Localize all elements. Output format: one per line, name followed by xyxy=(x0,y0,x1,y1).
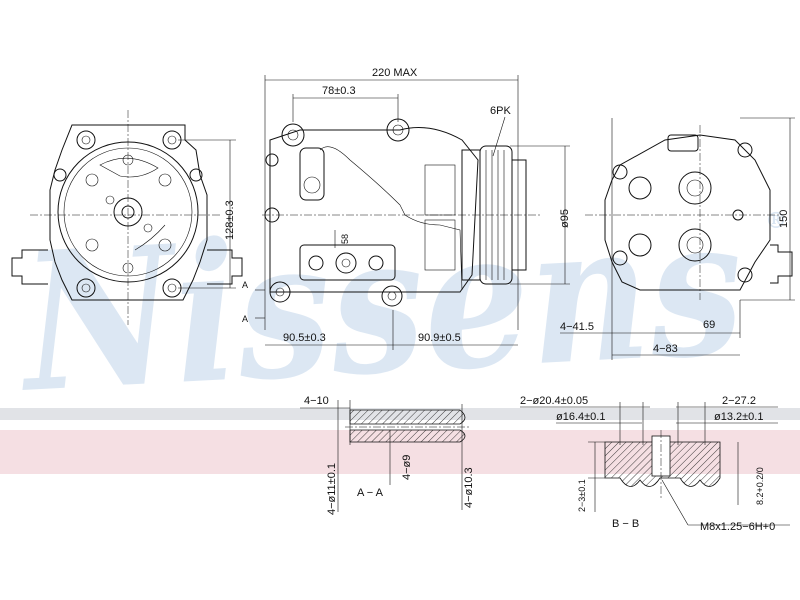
offset-41-label: 4−41.5 xyxy=(560,321,594,333)
section-a-mark-top: A xyxy=(242,280,248,290)
side-view: 220 MAX 78±0.3 6PK 58 xyxy=(242,67,571,350)
bb-dia-13-label: ø13.2±0.1 xyxy=(714,411,763,423)
height-58-label: 58 xyxy=(340,234,350,244)
bb-title: B − B xyxy=(612,518,639,530)
offset-69-label: 69 xyxy=(703,319,715,331)
offset-83-label: 4−83 xyxy=(653,343,678,355)
section-aa: 4−10 4−ø11±0.1 4−ø9 4−ø10.3 A − A xyxy=(300,395,475,515)
center-right-label: 90.9±0.5 xyxy=(418,332,461,344)
overall-length-label: 220 MAX xyxy=(372,67,418,79)
rear-view: 150 4−41.5 69 4−83 xyxy=(560,117,795,360)
aa-title: A − A xyxy=(357,487,384,499)
rear-height-label: 150 xyxy=(778,210,790,228)
front-view: 128±0.3 xyxy=(11,110,243,325)
center-left-label: 90.5±0.3 xyxy=(283,332,326,344)
watermark: Nissens ® xyxy=(12,174,787,435)
bb-dim-27-label: 2−27.2 xyxy=(722,395,756,407)
bb-dia-16-label: ø16.4±0.1 xyxy=(556,411,605,423)
aa-top-width-label: 4−10 xyxy=(304,395,329,407)
pulley-diameter-label: ø95 xyxy=(559,209,571,228)
belt-type-label: 6PK xyxy=(490,105,511,117)
bb-depth-8-label: 8.2+0.2/0 xyxy=(755,467,765,505)
aa-dia-11-label: 4−ø11±0.1 xyxy=(326,463,338,515)
section-bb: 2−ø20.4±0.05 ø16.4±0.1 2−27.2 ø13.2±0.1 … xyxy=(520,395,790,533)
mount-spacing-label: 78±0.3 xyxy=(322,85,356,97)
bb-depth-3-label: 2−3±0.1 xyxy=(577,479,587,512)
aa-dia-9-label: 4−ø9 xyxy=(401,455,413,480)
section-a-mark-bottom: A xyxy=(242,314,248,324)
bb-dia-20-label: 2−ø20.4±0.05 xyxy=(520,395,588,407)
bb-thread-label: M8x1.25−6H+0 xyxy=(700,521,775,533)
front-bolt-height-label: 128±0.3 xyxy=(224,200,236,240)
watermark-text: Nissens xyxy=(12,174,748,435)
aa-dia-10-label: 4−ø10.3 xyxy=(463,467,475,508)
